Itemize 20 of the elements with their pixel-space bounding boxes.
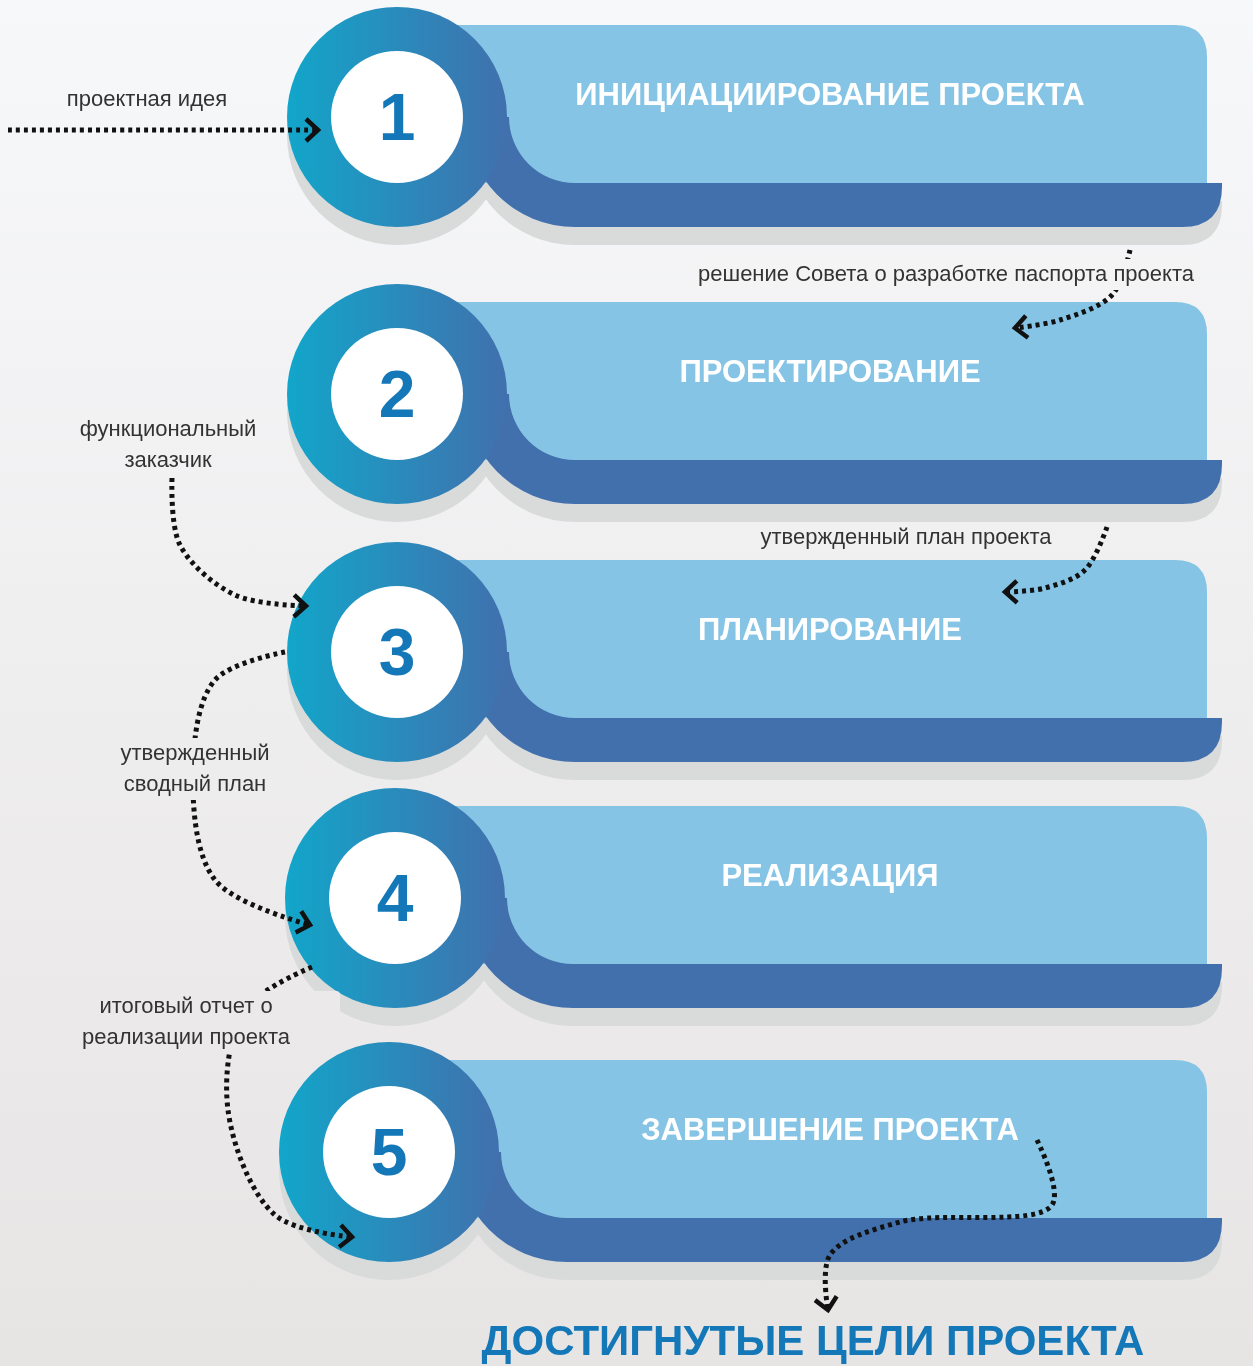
step-number: 2 [377,356,417,433]
dotted-arrow [1012,249,1133,340]
edge-label: проектная идея [65,85,229,113]
step-title: ПЛАНИРОВАНИЕ [696,610,963,649]
step-title: ИНИЦИАЦИИРОВАНИЕ ПРОЕКТА [574,75,1086,114]
step-number: 1 [377,79,417,156]
dotted-arrow [8,116,321,144]
dotted-arrow [169,477,309,619]
dotted-arrow [812,1138,1057,1313]
step-number: 4 [375,860,415,937]
step-number: 5 [369,1114,409,1191]
step-title: ЗАВЕРШЕНИЕ ПРОЕКТА [640,1110,1020,1149]
edge-label: утвержденный план проекта [759,523,1053,551]
result-heading: ДОСТИГНУТЫЕ ЦЕЛИ ПРОЕКТА [463,1312,1163,1366]
dotted-arrow [1002,526,1110,605]
step-title: РЕАЛИЗАЦИЯ [720,856,940,895]
step-number: 3 [377,614,417,691]
actor-label: функциональный заказчик [53,414,283,476]
step-title: ПРОЕКТИРОВАНИЕ [678,352,982,391]
dotted-arrow [190,649,313,935]
